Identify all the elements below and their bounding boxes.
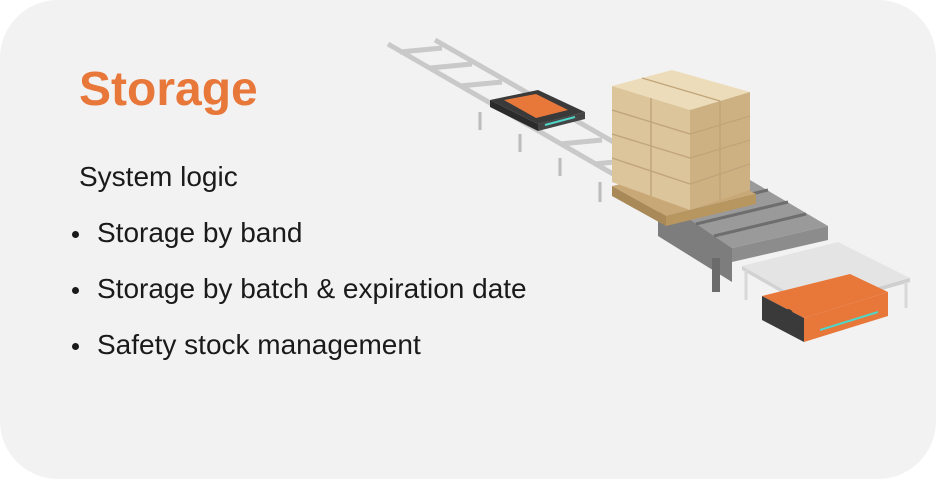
list-item-text: Storage by band xyxy=(97,217,303,248)
list-item-text: Safety stock management xyxy=(97,329,421,360)
bullet-icon xyxy=(72,343,79,350)
list-item: Safety stock management xyxy=(66,328,527,362)
list-item: Storage by batch & expiration date xyxy=(66,272,527,306)
rail-legs xyxy=(478,112,602,202)
pallet-shuttle-illustration xyxy=(386,37,910,342)
list-item: Storage by band xyxy=(66,216,527,250)
agv-robot xyxy=(742,242,910,342)
list-item-text: Storage by batch & expiration date xyxy=(97,273,527,304)
shuttle-robot xyxy=(490,90,585,131)
section-subtitle: System logic xyxy=(79,161,238,192)
pallet-boxes xyxy=(611,70,756,226)
bullet-icon xyxy=(72,287,79,294)
page-title: Storage xyxy=(79,63,258,116)
bullet-icon xyxy=(72,231,79,238)
feature-list: Storage by band Storage by batch & expir… xyxy=(66,216,527,384)
